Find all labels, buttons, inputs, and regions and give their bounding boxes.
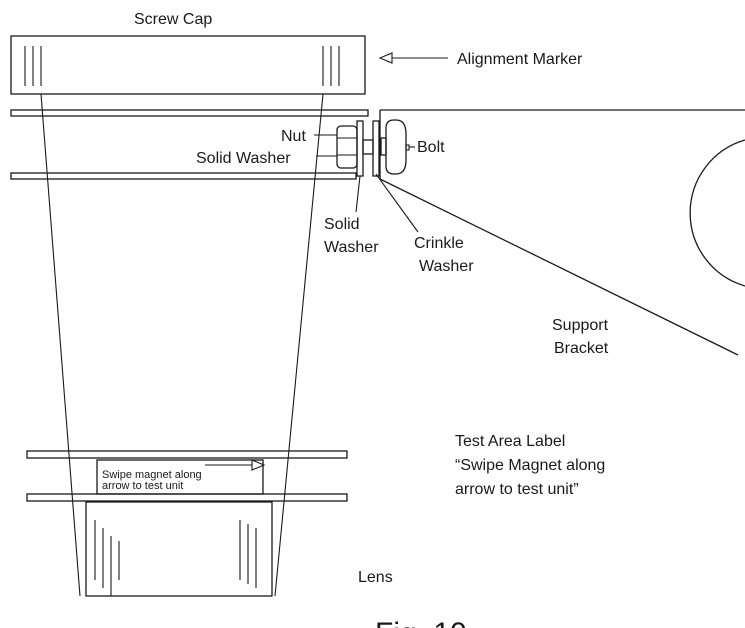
screw-cap	[10, 35, 366, 95]
solid-washer-lower-label-line1: Solid	[324, 216, 360, 233]
test-area-caption-line1: Test Area Label	[455, 433, 565, 450]
screw-cap-label: Screw Cap	[134, 11, 212, 28]
bolt-label: Bolt	[417, 139, 445, 156]
leader-lines	[314, 134, 419, 233]
solid-washer-lower-label-line2: Washer	[324, 239, 379, 256]
support-bracket-label-line1: Support	[552, 317, 609, 334]
nut-washer-bolt-assembly	[336, 119, 410, 177]
housing-cone-outline	[40, 93, 324, 597]
alignment-marker-arrow	[378, 52, 448, 64]
support-bracket-label-line2: Bracket	[554, 340, 609, 357]
figure-caption: Fig. 10	[375, 617, 467, 628]
lens-body	[85, 501, 273, 597]
test-area-label-plate	[96, 459, 266, 495]
test-label-text-line2: arrow to test unit	[102, 480, 183, 492]
lens-label: Lens	[358, 569, 393, 586]
test-area-caption-line3: arrow to test unit”	[455, 481, 579, 498]
support-bracket	[379, 109, 745, 356]
alignment-marker-label: Alignment Marker	[457, 51, 583, 68]
solid-washer-top-label: Solid Washer	[196, 150, 291, 167]
test-label-text-line1: Swipe magnet along	[102, 469, 202, 481]
test-area-caption-line2: “Swipe Magnet along	[455, 457, 605, 474]
mounting-plate	[10, 109, 369, 180]
crinkle-washer-label-line2: Washer	[419, 258, 474, 275]
crinkle-washer-label-line1: Crinkle	[414, 235, 464, 252]
nut-label: Nut	[281, 128, 306, 145]
